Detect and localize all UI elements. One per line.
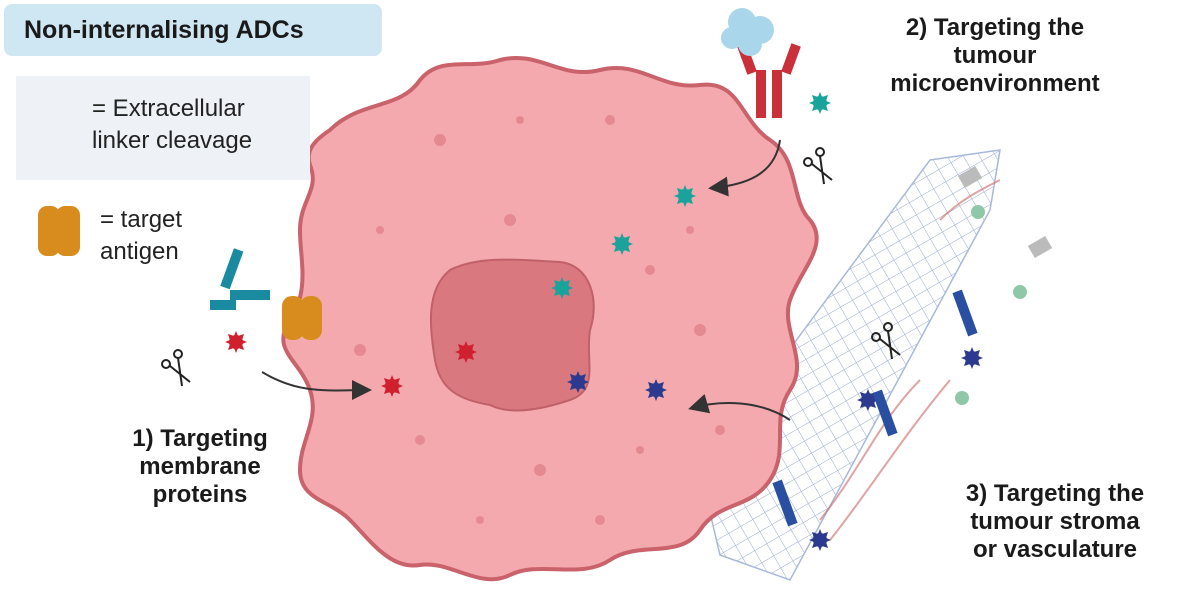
legend-scissors-text-1: = Extracellular — [92, 95, 245, 122]
arrow-microenvironment — [708, 139, 781, 197]
microenvironment-target-icon — [721, 8, 774, 56]
legend-antigen-text-1: = target — [100, 206, 183, 233]
label-line: tumour — [953, 42, 1037, 69]
arrow-stroma — [688, 393, 791, 421]
payload-icon — [381, 375, 403, 397]
label-stroma-vasculature: 3) Targeting the tumour stroma or vascul… — [935, 480, 1175, 564]
antigen-icon — [282, 296, 322, 340]
legend-antigen-icon — [38, 206, 80, 256]
label-line: or vasculature — [972, 536, 1138, 563]
legend-scissors-text-2: linker cleavage — [92, 127, 253, 154]
nucleus — [429, 258, 595, 412]
scissors-icon — [161, 349, 191, 387]
label-membrane-proteins: 1) Targeting membrane proteins — [90, 425, 310, 509]
payload-icon — [961, 347, 983, 369]
legend-scissors — [16, 76, 310, 180]
payload-icon — [674, 185, 696, 207]
label-line: membrane — [139, 453, 261, 480]
arrow-membrane — [261, 371, 372, 401]
scissors-icon — [803, 147, 833, 185]
label-line: microenvironment — [890, 70, 1100, 97]
label-line: tumour stroma — [970, 508, 1140, 535]
payload-icon — [455, 341, 477, 363]
antibody-icon — [772, 289, 978, 527]
payload-icon — [645, 379, 667, 401]
payload-icon — [225, 331, 247, 353]
label-line: 2) Targeting the — [905, 14, 1085, 41]
label-microenvironment: 2) Targeting the tumour microenvironment — [850, 14, 1140, 98]
cytoplasm-dots — [354, 115, 725, 525]
title-banner: Non-internalising ADCs — [4, 4, 382, 56]
payload-icon — [567, 371, 589, 393]
label-line: proteins — [152, 481, 248, 508]
payload-icon — [551, 277, 573, 299]
label-line: 3) Targeting the — [965, 480, 1145, 507]
payload-icon — [809, 529, 831, 551]
diagram-title: Non-internalising ADCs — [24, 16, 304, 44]
payload-icon — [611, 233, 633, 255]
antibody-icon — [210, 248, 270, 310]
legend-antigen-text-2: antigen — [100, 238, 179, 265]
label-line: 1) Targeting — [132, 425, 268, 452]
payload-icon — [809, 92, 831, 114]
